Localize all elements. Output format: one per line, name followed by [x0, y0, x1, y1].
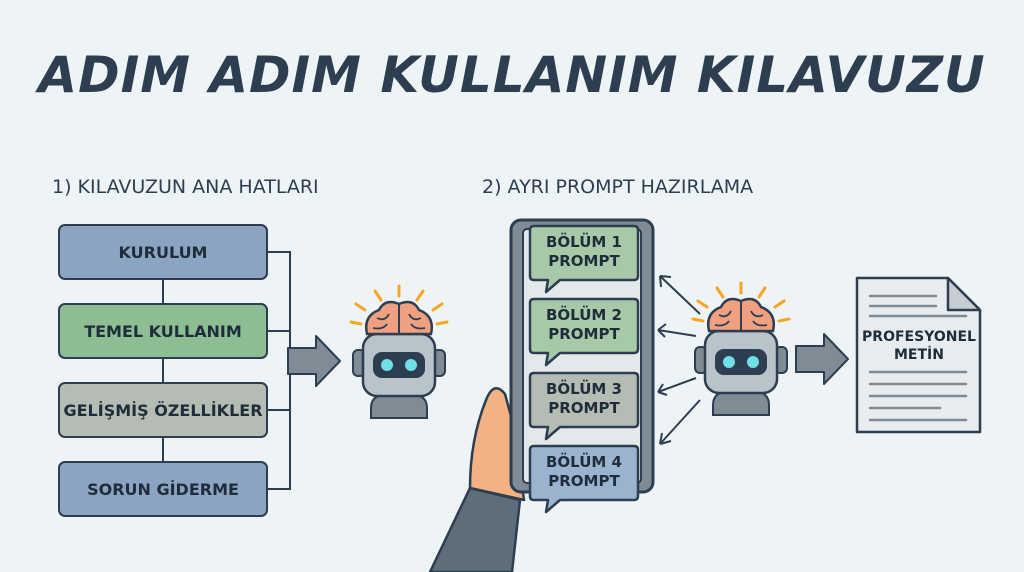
prompt-bubble-1-text: BÖLÜM 1 PROMPT — [533, 233, 635, 271]
outline-connector — [162, 251, 291, 490]
prompt-bubble-1-title: BÖLÜM 1 — [546, 233, 622, 251]
page-title: ADIM ADIM KULLANIM KILAVUZU — [38, 46, 986, 104]
prompt-bubble-4-text: BÖLÜM 4 PROMPT — [533, 453, 635, 491]
prompt-bubble-2-text: BÖLÜM 2 PROMPT — [533, 306, 635, 344]
section-heading-outline: 1) KILAVUZUN ANA HATLARI — [52, 176, 319, 198]
prompt-bubble-4-title: BÖLÜM 4 — [546, 453, 622, 471]
prompt-bubble-2-subtitle: PROMPT — [548, 325, 620, 343]
outline-item-sorun-giderme: SORUN GİDERME — [58, 461, 268, 517]
prompt-bubble-1-subtitle: PROMPT — [548, 252, 620, 270]
output-document-text: PROFESYONEL METİN — [860, 328, 978, 364]
arrow-right-icon — [795, 333, 849, 385]
prompt-bubble — [528, 444, 640, 514]
prompt-bubble-2-title: BÖLÜM 2 — [546, 306, 622, 324]
prompt-bubble-3-text: BÖLÜM 3 PROMPT — [533, 380, 635, 418]
outline-item-gelismis-ozellikler: GELİŞMİŞ ÖZELLİKLER — [58, 382, 268, 438]
outline-item-temel-kullanim: TEMEL KULLANIM — [58, 303, 268, 359]
prompt-bubble-4-subtitle: PROMPT — [548, 472, 620, 490]
prompt-arrows — [657, 275, 701, 445]
prompt-bubble-3-title: BÖLÜM 3 — [546, 380, 622, 398]
prompt-bubble-3-subtitle: PROMPT — [548, 399, 620, 417]
prompt-bubble — [528, 371, 640, 441]
prompt-bubbles — [528, 224, 640, 514]
arrow-right-icon — [287, 335, 341, 387]
output-document-line-1: PROFESYONEL — [862, 329, 976, 345]
section-heading-prompts: 2) AYRI PROMPT HAZIRLAMA — [482, 176, 754, 198]
prompt-bubble — [528, 224, 640, 294]
robot-brain-icon — [691, 281, 791, 417]
prompt-bubble — [528, 297, 640, 367]
robot-brain-icon — [349, 284, 449, 420]
outline-item-kurulum: KURULUM — [58, 224, 268, 280]
document-icon — [855, 276, 982, 434]
output-document-line-2: METİN — [894, 347, 944, 363]
